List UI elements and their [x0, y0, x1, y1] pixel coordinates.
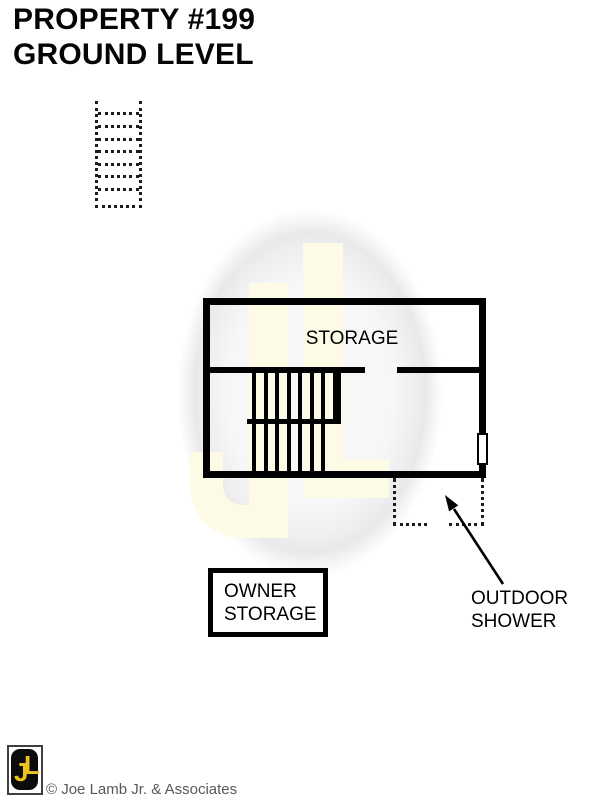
stair-riser [298, 373, 302, 419]
owner-storage-label-line2: STORAGE [224, 604, 317, 625]
owner-storage-box: OWNER STORAGE [208, 568, 328, 637]
copyright-text: © Joe Lamb Jr. & Associates [46, 781, 238, 798]
stair-riser [310, 424, 314, 471]
page-title: PROPERTY #199 GROUND LEVEL [13, 2, 255, 72]
stair-riser [275, 424, 279, 471]
interior-wall-right [397, 367, 482, 373]
stair-riser [252, 424, 256, 471]
logo-letter-l: L [24, 750, 40, 780]
owner-storage-label: OWNER STORAGE [213, 573, 323, 626]
watermark-monogram-l-foot [343, 460, 389, 498]
exterior-stairs-icon [95, 101, 142, 208]
stair-rung [98, 138, 139, 141]
stair-rung [98, 125, 139, 128]
page-title-line2: GROUND LEVEL [13, 38, 254, 71]
stair-riser [321, 373, 325, 419]
stair-riser [264, 373, 268, 419]
stair-landing-line [247, 419, 340, 424]
company-logo-badge: J L [11, 749, 40, 790]
stair-rung [98, 188, 139, 191]
stair-rung [98, 175, 139, 178]
stair-rung [98, 112, 139, 115]
outdoor-shower-label-line2: SHOWER [471, 611, 557, 632]
owner-storage-label-line1: OWNER [224, 581, 297, 602]
floor-plan-outline [203, 298, 486, 478]
page-title-line1: PROPERTY #199 [13, 3, 256, 36]
logo-letter-j: J [14, 757, 29, 787]
stair-riser [287, 424, 291, 471]
stair-riser [264, 424, 268, 471]
outdoor-shower-label: OUTDOOR SHOWER [471, 587, 568, 633]
interior-wall-left [205, 367, 365, 373]
stair-rung [98, 150, 139, 153]
storage-room-label: STORAGE [305, 328, 399, 349]
company-logo: J L [7, 745, 43, 795]
outdoor-shower-label-line1: OUTDOOR [471, 588, 569, 609]
stair-rung [98, 163, 139, 166]
stair-riser [298, 424, 302, 471]
stair-riser [252, 373, 256, 419]
shower-outline-bottom-right [449, 523, 484, 526]
shower-outline-left [393, 478, 396, 526]
right-wall-door [477, 433, 488, 465]
stair-riser [310, 373, 314, 419]
stair-riser [321, 424, 325, 471]
stair-riser [275, 373, 279, 419]
shower-outline-right [481, 478, 484, 526]
shower-outline-bottom-left [393, 523, 427, 526]
stair-enclosure-wall [333, 367, 341, 424]
stair-riser [287, 373, 291, 419]
